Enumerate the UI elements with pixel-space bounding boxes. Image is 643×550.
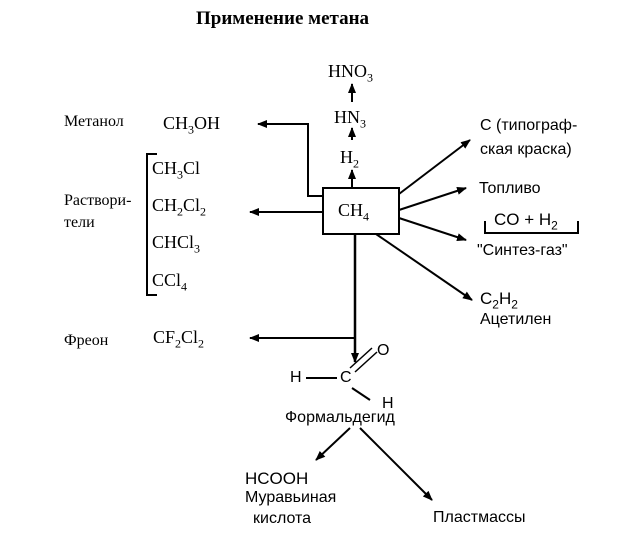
formic-acid-formula: HCOOH bbox=[245, 469, 309, 488]
solvents-label-line2: тели bbox=[64, 214, 95, 231]
nh3-label: HN3 bbox=[334, 107, 366, 131]
formaldehyde-c: C bbox=[340, 369, 352, 386]
methanol-formula: CH3OH bbox=[163, 113, 221, 137]
solvents-bracket bbox=[146, 153, 157, 296]
formaldehyde-h-left: H bbox=[290, 369, 302, 386]
solvent-ccl4: CCl4 bbox=[152, 270, 188, 294]
freon-label: Фреон bbox=[64, 332, 109, 349]
fuel-label: Топливо bbox=[479, 180, 541, 197]
bond-c-o-2 bbox=[354, 351, 378, 373]
methanol-label: Метанол bbox=[64, 113, 124, 130]
acetylene-formula: C2H2 bbox=[480, 289, 518, 312]
arrow-to-formic-acid bbox=[315, 427, 351, 461]
formic-acid-line1: Муравьиная bbox=[245, 489, 337, 506]
arrow-to-acetylene bbox=[375, 233, 473, 301]
formaldehyde-o: O bbox=[377, 342, 390, 359]
formaldehyde-h-bottom: H bbox=[382, 395, 394, 412]
hno3-label: HNO3 bbox=[328, 61, 373, 85]
arrow-to-methanol bbox=[257, 120, 323, 197]
freon-formula: CF2Cl2 bbox=[153, 327, 205, 351]
carbon-line2: ская краска) bbox=[480, 141, 572, 158]
solvent-chcl3: CHCl3 bbox=[152, 232, 201, 256]
syngas-label: "Синтез-газ" bbox=[477, 242, 568, 259]
solvent-ch3cl: CH3Cl bbox=[152, 158, 201, 182]
formic-acid-line2: кислота bbox=[253, 510, 312, 527]
arrow-to-plastics bbox=[359, 427, 433, 501]
solvent-ch2cl2: CH2Cl2 bbox=[152, 195, 207, 219]
bond-c-h bbox=[351, 387, 371, 401]
solvents-label-line1: Раствори- bbox=[64, 192, 132, 209]
acetylene-label: Ацетилен bbox=[480, 311, 552, 328]
syngas-formula: CO + H2 bbox=[494, 210, 558, 233]
syngas-bracket bbox=[484, 221, 579, 234]
ch4-label: CH4 bbox=[338, 200, 370, 224]
formaldehyde-label: Формальдегид bbox=[285, 409, 395, 426]
plastics-label: Пластмассы bbox=[433, 509, 526, 526]
arrow-to-fuel bbox=[398, 187, 467, 211]
carbon-line1: С (типограф- bbox=[480, 117, 578, 134]
bond-c-o-1 bbox=[349, 347, 373, 369]
page-title: Применение метана bbox=[196, 8, 370, 29]
arrow-to-syngas bbox=[398, 217, 467, 241]
arrow-to-carbon bbox=[398, 139, 471, 195]
h2-label: H2 bbox=[340, 147, 359, 171]
